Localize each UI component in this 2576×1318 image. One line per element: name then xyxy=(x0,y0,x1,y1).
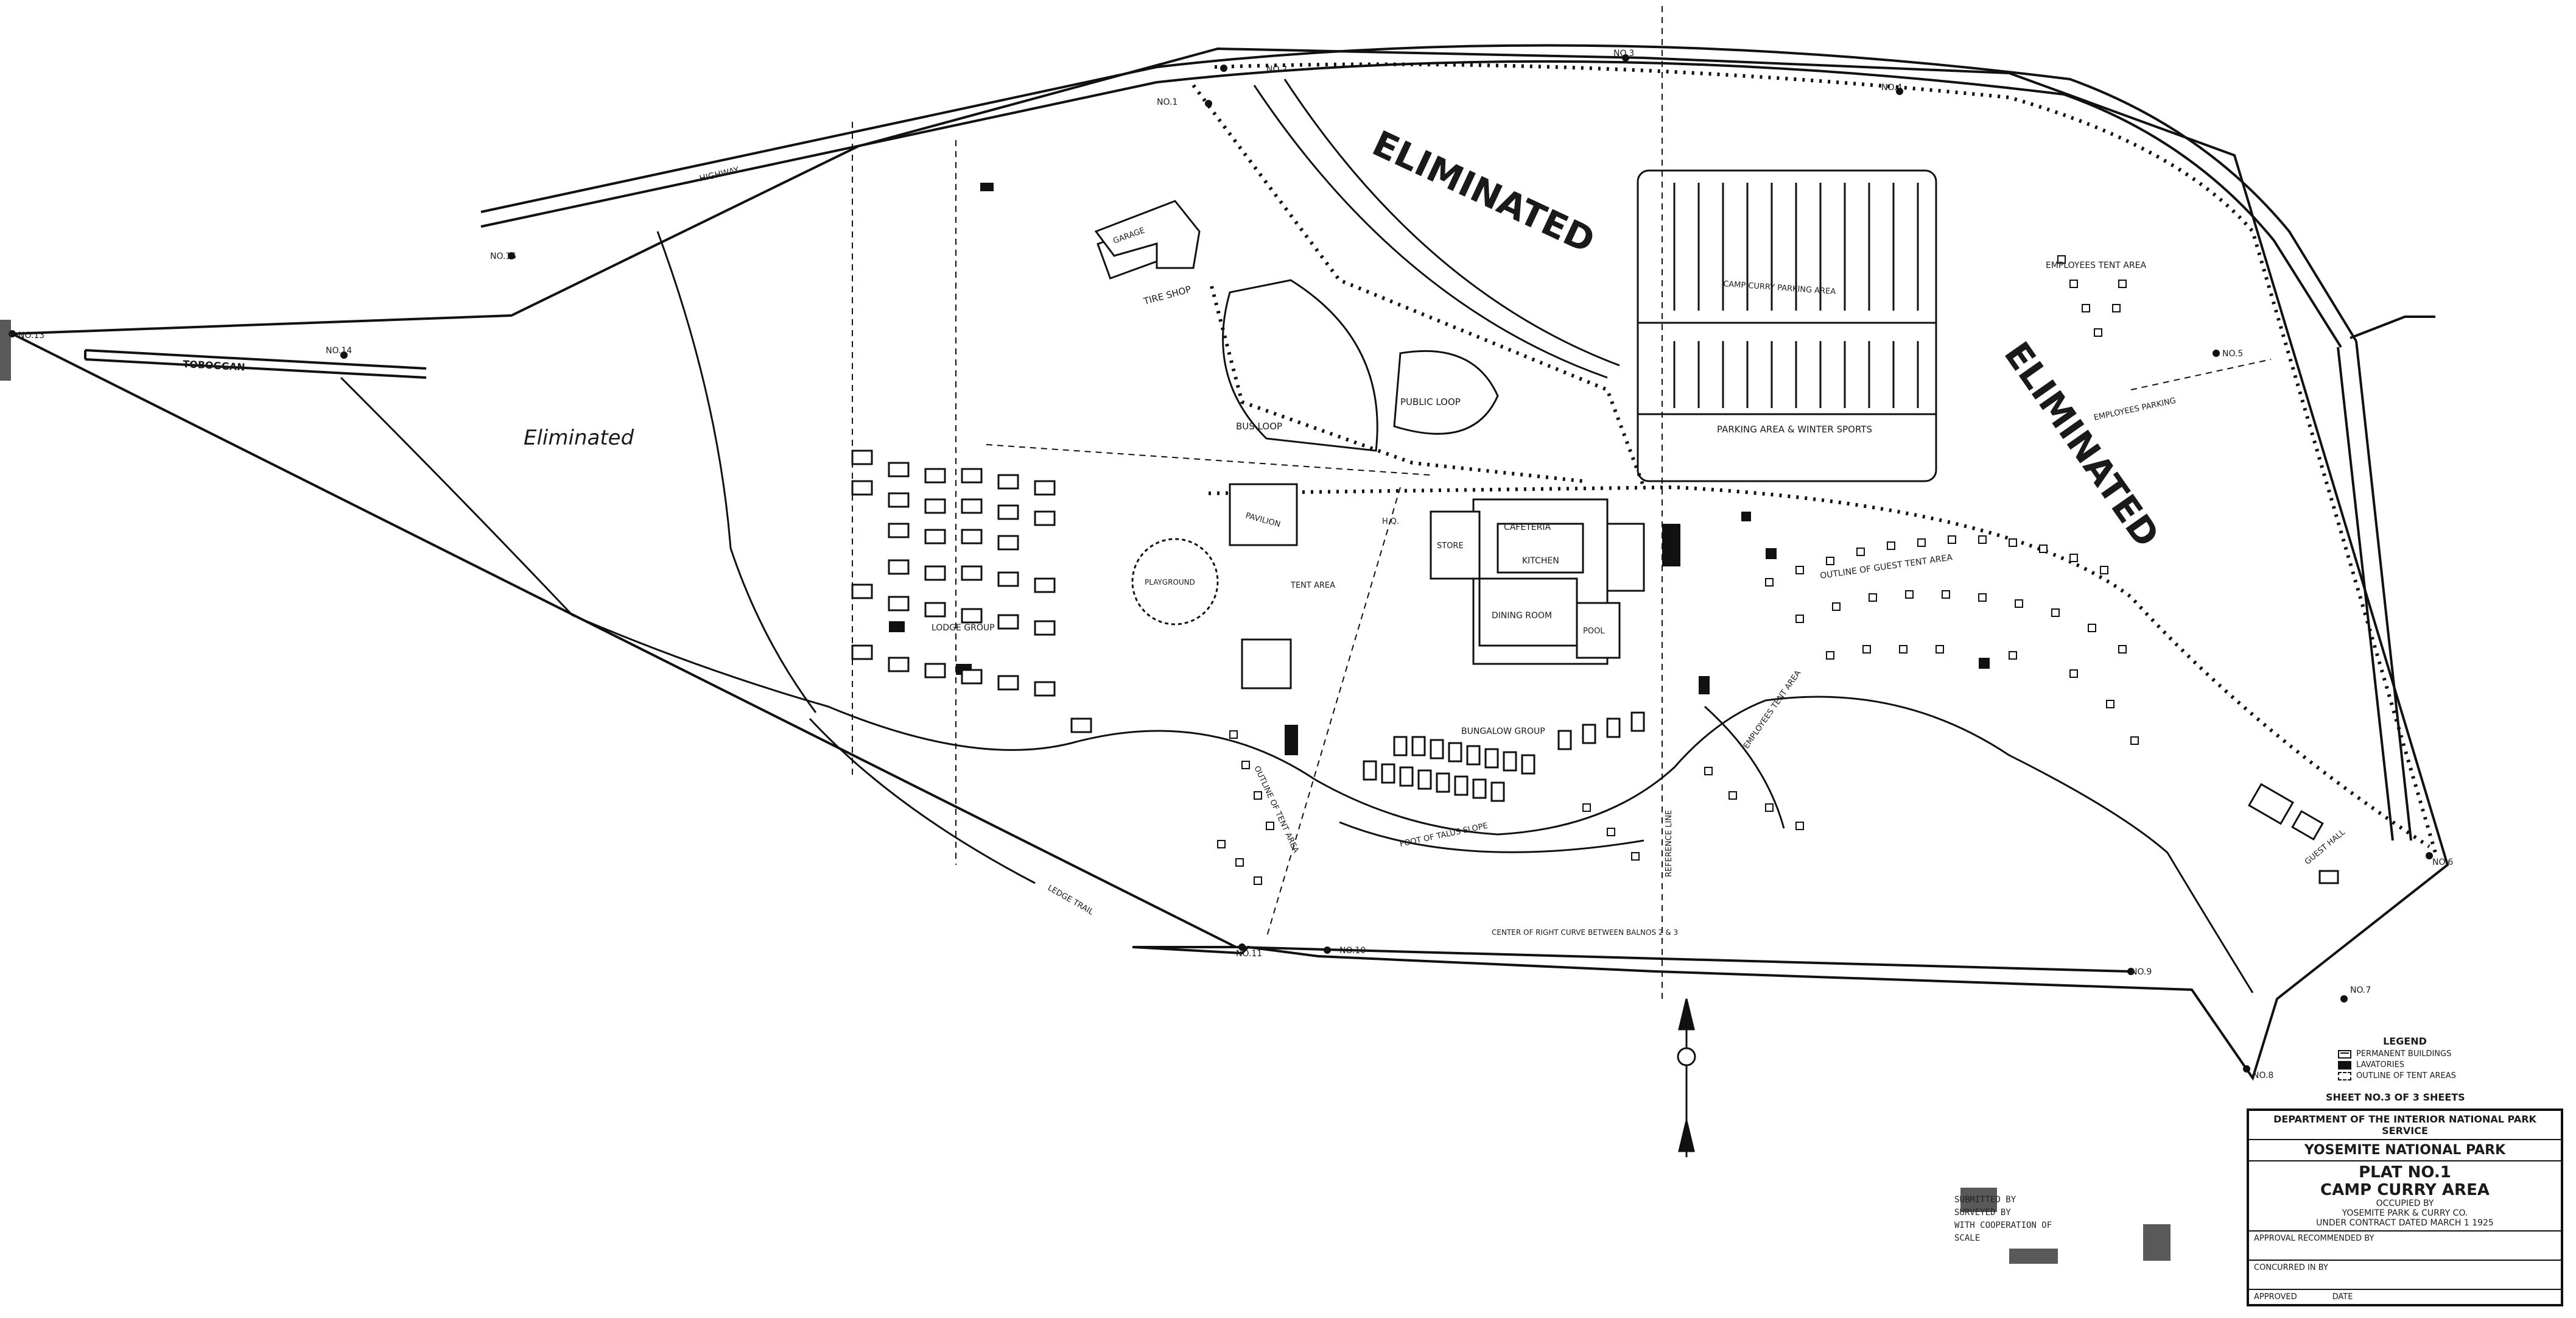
map-legend: LEGEND PERMANENT BUILDINGS LAVATORIES OU… xyxy=(2338,1035,2472,1082)
tent-area-swatch-icon xyxy=(2338,1071,2351,1080)
station-markers xyxy=(9,54,2433,1073)
map-labels: ELIMINATED ELIMINATED Eliminated HIGHWAY… xyxy=(18,49,2453,1080)
approval-line: APPROVAL RECOMMENDED BY xyxy=(2249,1232,2561,1261)
parking-winter-label: PARKING AREA & WINTER SPORTS xyxy=(1717,424,1872,435)
station-label-11: NO.11 xyxy=(1236,949,1262,959)
employees-tent-area-label: EMPLOYEES TENT AREA xyxy=(2046,261,2147,270)
road-loops xyxy=(1222,79,1620,452)
lavatories xyxy=(889,183,1990,755)
ink-blot xyxy=(1960,1188,1997,1212)
station-label-14: NO.14 xyxy=(326,346,352,356)
toboggan-label: TOBOGGAN xyxy=(183,358,245,373)
tire-shop-label: TIRE SHOP xyxy=(1142,284,1192,307)
eliminated-north-label: ELIMINATED xyxy=(1366,122,1601,261)
contract-date: UNDER CONTRACT DATED MARCH 1 1925 xyxy=(2316,1218,2494,1228)
playground-circle xyxy=(1131,538,1219,626)
legend-lavatories-label: LAVATORIES xyxy=(2356,1060,2405,1070)
eliminated-east-label: ELIMINATED xyxy=(1996,334,2168,555)
ink-blot xyxy=(2143,1224,2171,1261)
station-label-1: NO.1 xyxy=(1157,97,1177,107)
legend-item-tent-areas: OUTLINE OF TENT AREAS xyxy=(2338,1071,2472,1080)
parking-stalls-upper xyxy=(1673,183,1919,311)
concurred-line: CONCURRED IN BY xyxy=(2249,1261,2561,1291)
kitchen-label: KITCHEN xyxy=(1522,556,1559,566)
station-label-2: NO.2 xyxy=(1266,65,1287,74)
edge-blot xyxy=(0,320,11,381)
foot-of-talus-slope-line xyxy=(340,231,2254,993)
park-name: YOSEMITE NATIONAL PARK xyxy=(2249,1140,2561,1161)
bungalow-group-buildings xyxy=(1363,711,1645,802)
public-loop-label: PUBLIC LOOP xyxy=(1400,396,1461,407)
cafeteria-label: CAFETERIA xyxy=(1504,523,1551,532)
playground-label: PLAYGROUND xyxy=(1145,578,1195,587)
lodge-group-buildings xyxy=(851,449,1092,733)
station-label-7: NO.7 xyxy=(2350,985,2371,995)
station-label-15: NO.15 xyxy=(490,252,516,261)
title-block: DEPARTMENT OF THE INTERIOR NATIONAL PARK… xyxy=(2247,1108,2563,1306)
occupied-by: OCCUPIED BY xyxy=(2376,1199,2434,1209)
property-boundary xyxy=(12,47,2449,1081)
company-name: YOSEMITE PARK & CURRY CO. xyxy=(2342,1208,2468,1219)
highway-road xyxy=(480,44,2435,841)
foot-of-talus-label: FOOT OF TALUS SLOPE xyxy=(1399,822,1489,849)
station-label-6: NO.6 xyxy=(2432,858,2453,867)
ledge-trail-label: LEDGE TRAIL xyxy=(1046,883,1095,917)
hq-label: H.Q. xyxy=(1382,517,1399,526)
reference-line-label: REFERENCE LINE xyxy=(1665,810,1674,877)
station-label-10: NO.10 xyxy=(1339,946,1366,956)
main-building-complex xyxy=(1097,220,1645,689)
legend-tent-areas-label: OUTLINE OF TENT AREAS xyxy=(2356,1071,2456,1080)
lavatory-swatch-icon xyxy=(2338,1060,2351,1070)
garage-building xyxy=(1094,200,1201,269)
approved-label: APPROVED xyxy=(2254,1292,2297,1302)
station-label-5: NO.5 xyxy=(2222,349,2243,359)
cooperation-of: WITH COOPERATION OF xyxy=(1954,1221,2052,1230)
ink-blot xyxy=(2009,1249,2058,1264)
plat-section: PLAT NO.1 CAMP CURRY AREA OCCUPIED BY YO… xyxy=(2249,1161,2561,1232)
lodge-group-label: LODGE GROUP xyxy=(932,623,995,633)
approved-line: APPROVED DATE xyxy=(2249,1290,2561,1318)
scale-line: SCALE xyxy=(1954,1233,1981,1243)
station-label-4: NO.4 xyxy=(1881,83,1902,93)
guest-hall-building xyxy=(2247,783,2339,884)
legend-permanent-label: PERMANENT BUILDINGS xyxy=(2356,1049,2452,1059)
tent-area-label: TENT AREA xyxy=(1290,581,1335,590)
eliminated-handwritten-label: Eliminated xyxy=(524,426,634,450)
station-label-8: NO.8 xyxy=(2253,1071,2273,1080)
toboggan-slide xyxy=(84,349,427,379)
station-label-13: NO.13 xyxy=(18,331,44,340)
station-label-3: NO.3 xyxy=(1613,49,1634,58)
employees-parking-label: EMPLOYEES PARKING xyxy=(2093,396,2177,423)
area-name: CAMP CURRY AREA xyxy=(2320,1180,2490,1199)
legend-item-permanent: PERMANENT BUILDINGS xyxy=(2338,1049,2472,1059)
camp-curry-parking-label: CAMP CURRY PARKING AREA xyxy=(1723,280,1836,297)
north-arrow-icon xyxy=(1677,998,1696,1157)
pool-label: POOL xyxy=(1583,627,1605,636)
tent-markers xyxy=(1217,255,2139,885)
legend-item-lavatories: LAVATORIES xyxy=(2338,1060,2472,1070)
bungalow-group-label: BUNGALOW GROUP xyxy=(1461,727,1545,736)
parking-stalls-lower xyxy=(1673,341,1919,408)
date-label: DATE xyxy=(2332,1292,2353,1302)
department-line: DEPARTMENT OF THE INTERIOR NATIONAL PARK… xyxy=(2249,1111,2561,1140)
plat-number: PLAT NO.1 xyxy=(2359,1163,2451,1182)
dining-room-label: DINING ROOM xyxy=(1492,611,1552,621)
sheet-number: SHEET NO.3 OF 3 SHEETS xyxy=(2326,1091,2465,1103)
highway-label: HIGHWAY xyxy=(698,165,740,184)
outline-guest-tent-label: OUTLINE OF GUEST TENT AREA xyxy=(1819,553,1953,581)
employees-tent-area-lower-label: EMPLOYEES TENT AREA xyxy=(1742,669,1803,750)
outline-tent-area-label: OUTLINE OF TENT AREA xyxy=(1252,764,1300,855)
center-right-curve-label: CENTER OF RIGHT CURVE BETWEEN BALNOS 2 &… xyxy=(1492,928,1678,937)
legend-title: LEGEND xyxy=(2383,1035,2427,1047)
parking-area-grid xyxy=(1637,169,1937,482)
store-label: STORE xyxy=(1437,541,1464,551)
bus-loop-label: BUS LOOP xyxy=(1236,421,1282,432)
station-label-9: NO.9 xyxy=(2131,967,2152,977)
eliminated-boundary xyxy=(1191,62,2437,853)
permanent-building-swatch-icon xyxy=(2338,1049,2351,1059)
